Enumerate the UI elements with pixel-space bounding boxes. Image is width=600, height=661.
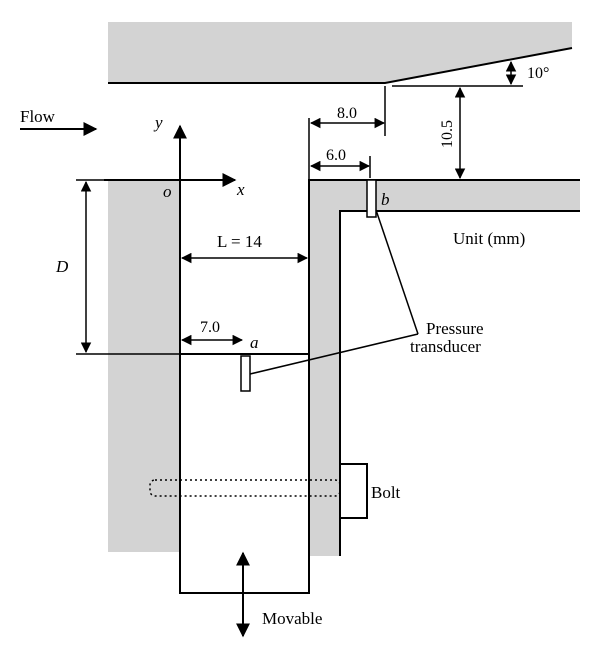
- bolt-head: [339, 463, 368, 519]
- point-b-label: b: [381, 190, 390, 209]
- dimensions: [76, 60, 523, 355]
- depth-label: D: [55, 257, 69, 276]
- point-a-label: a: [250, 333, 259, 352]
- top-wall-edge: [108, 47, 573, 84]
- sensors: [240, 179, 419, 392]
- top-wall: [108, 22, 572, 83]
- dist-b-label: 6.0: [326, 147, 346, 164]
- bolt-label: Bolt: [371, 483, 401, 502]
- pressure-label-line2: transducer: [410, 337, 481, 356]
- x-axis-label: x: [236, 180, 245, 199]
- bolt: [149, 463, 368, 519]
- leader-a: [249, 333, 419, 375]
- origin-label: o: [163, 182, 172, 201]
- angle-label: 10°: [527, 65, 549, 82]
- movable-label: Movable: [262, 609, 322, 628]
- unit-label: Unit (mm): [453, 229, 525, 248]
- pressure-label-line1: Pressure: [426, 319, 484, 338]
- left-wall: [108, 180, 180, 552]
- leader-b: [375, 209, 419, 335]
- dist-a-label: 7.0: [200, 319, 220, 336]
- offset-label: 8.0: [337, 105, 357, 122]
- height-label: 10.5: [439, 120, 456, 148]
- axes: [173, 124, 237, 187]
- walls: [108, 22, 580, 556]
- sensor-b: [366, 179, 377, 218]
- bolt-shaft: [149, 479, 341, 497]
- right-wall-inner-edge: [339, 210, 580, 556]
- length-label: L = 14: [217, 232, 262, 251]
- y-axis-label: y: [153, 113, 163, 132]
- right-wall: [309, 180, 580, 556]
- flow-label: Flow: [20, 107, 56, 126]
- sensor-a: [240, 355, 251, 392]
- labels: Flow y x o D L = 14 7.0 a 6.0 b 8.0 10.5…: [20, 65, 549, 628]
